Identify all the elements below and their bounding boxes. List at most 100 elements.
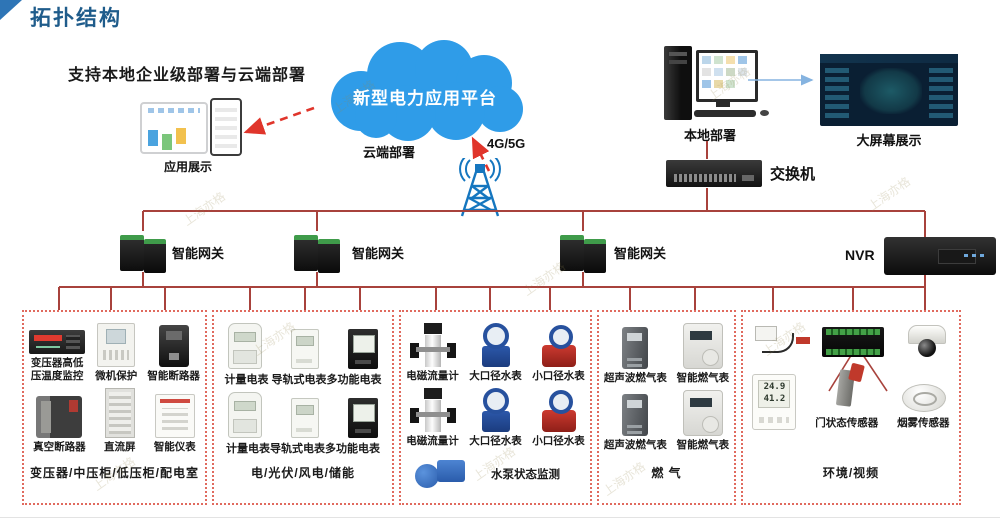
device-row: 电磁流量计大口径水表小口径水表 <box>401 323 590 383</box>
drop-line <box>852 287 854 310</box>
multi-meter-icon <box>347 398 378 438</box>
device-label: 真空断路器 <box>33 441 86 454</box>
device-cell: 电磁流量计 <box>406 323 459 383</box>
rail-meter-icon <box>290 329 319 369</box>
smoke-detector-icon <box>900 382 947 414</box>
watermark: 上海亦格 <box>865 174 913 214</box>
big-screen-icon <box>820 54 958 126</box>
device-cell: 电磁流量计 <box>406 388 459 448</box>
device-box-3: 电磁流量计大口径水表小口径水表电磁流量计大口径水表小口径水表水泵状态监测 <box>399 310 592 505</box>
drop-line <box>164 287 166 310</box>
pc-stand-icon <box>716 99 730 107</box>
device-row: 真空断路器直流屏智能仪表 <box>24 388 205 454</box>
network-4g5g-label: 4G/5G <box>487 136 526 151</box>
device-cell: 门状态传感器 <box>815 362 878 430</box>
row-caption: 水泵状态监测 <box>491 469 560 482</box>
device-cell <box>228 392 263 438</box>
drop-line <box>110 287 112 310</box>
smart-gateway-icon <box>118 230 174 274</box>
box-category-label: 变压器/中压柜/低压柜/配电室 <box>29 466 199 480</box>
device-cell: 大口径水表 <box>469 323 522 383</box>
pc-tower-icon <box>664 46 692 120</box>
flowmeter-icon <box>409 323 456 367</box>
connector-line <box>316 272 318 287</box>
nvr-label: NVR <box>845 247 875 263</box>
cable-sensor-icon <box>754 323 800 357</box>
device-box-1: 变压器高低 压温度监控微机保护智能断路器真空断路器直流屏智能仪表变压器/中压柜/… <box>22 310 207 505</box>
drop-line <box>435 287 437 310</box>
connector-line <box>316 211 318 231</box>
water-meter-large-icon <box>479 388 513 433</box>
device-cell: 超声波燃气表 <box>604 394 667 452</box>
antenna-tower-icon <box>452 158 508 218</box>
multi-meter-icon <box>347 329 378 369</box>
device-label: 超声波燃气表 <box>603 372 667 384</box>
network-switch-icon <box>666 160 762 187</box>
connector-line <box>582 272 584 287</box>
flowmeter-icon <box>409 388 456 433</box>
device-label: 智能断路器 <box>147 370 200 382</box>
drop-line <box>304 287 306 310</box>
connector-line <box>706 188 708 211</box>
box-category-label: 环境/视频 <box>822 466 880 480</box>
connector-line <box>582 211 584 231</box>
device-row: 变压器高低 压温度监控微机保护智能断路器 <box>24 323 205 383</box>
device-label: 大口径水表 <box>469 435 522 448</box>
phone-icon <box>210 98 242 156</box>
drop-line <box>549 287 551 310</box>
device-cell <box>347 329 378 369</box>
device-row: 超声波燃气表智能燃气表 <box>599 323 734 385</box>
device-row <box>214 392 392 438</box>
drop-line <box>694 287 696 310</box>
nvr-icon <box>884 237 996 275</box>
water-meter-small-icon <box>540 325 578 367</box>
pump-icon <box>415 456 467 492</box>
io-controller-icon <box>822 327 884 357</box>
device-cell <box>822 327 884 357</box>
device-cell <box>752 374 797 431</box>
thermo-hygrometer-icon <box>752 374 797 431</box>
switch-label: 交换机 <box>770 166 816 183</box>
gateway-label: 智能网关 <box>172 246 225 261</box>
rail-meter-icon <box>290 398 319 438</box>
vacuum-breaker-icon <box>36 396 83 439</box>
cloud-icon <box>316 33 534 145</box>
device-cell <box>290 329 319 369</box>
connector-line <box>706 141 708 159</box>
smart-gateway-icon <box>558 230 614 274</box>
device-label: 烟雾传感器 <box>897 417 950 429</box>
water-meter-large-icon <box>479 323 513 367</box>
gateway-label: 智能网关 <box>614 246 667 261</box>
energy-meter-icon <box>228 323 263 369</box>
device-label: 电磁流量计 <box>406 435 459 448</box>
water-meter-small-icon <box>540 390 578 433</box>
cloud-to-app-arrow <box>243 106 315 135</box>
pc-monitor-icon <box>696 50 758 102</box>
device-cell <box>290 398 319 438</box>
device-box-2: 计量电表 导轨式电表多功能电表计量电表导轨式电表多功能电表电/光伏/风电/储能 <box>212 310 394 505</box>
deployment-note: 支持本地企业级部署与云端部署 <box>68 67 307 84</box>
din-meter-icon <box>154 394 195 439</box>
device-row: 电磁流量计大口径水表小口径水表 <box>401 388 590 448</box>
drop-line <box>359 287 361 310</box>
device-box-4: 超声波燃气表智能燃气表超声波燃气表智能燃气表燃 气 <box>597 310 736 505</box>
device-cell <box>228 323 263 369</box>
smart-gateway-icon <box>292 230 348 274</box>
device-cell: 大口径水表 <box>469 388 522 448</box>
device-cell: 小口径水表 <box>532 325 585 383</box>
device-cell: 智能燃气表 <box>676 390 730 452</box>
device-label: 超声波燃气表 <box>603 439 667 452</box>
gas-ultrasonic-icon <box>622 327 649 369</box>
device-label: 智能燃气表 <box>676 439 730 452</box>
bus-line-lower <box>59 286 926 288</box>
cloud-platform-title: 新型电力应用平台 <box>353 89 497 108</box>
protection-relay-icon <box>97 323 136 367</box>
gas-smart-icon <box>682 323 723 369</box>
device-cell: 智能燃气表 <box>677 323 729 385</box>
drop-line <box>772 287 774 310</box>
drop-line <box>249 287 251 310</box>
device-cell: 烟雾传感器 <box>897 382 950 430</box>
device-cell: 微机保护 <box>95 323 137 383</box>
